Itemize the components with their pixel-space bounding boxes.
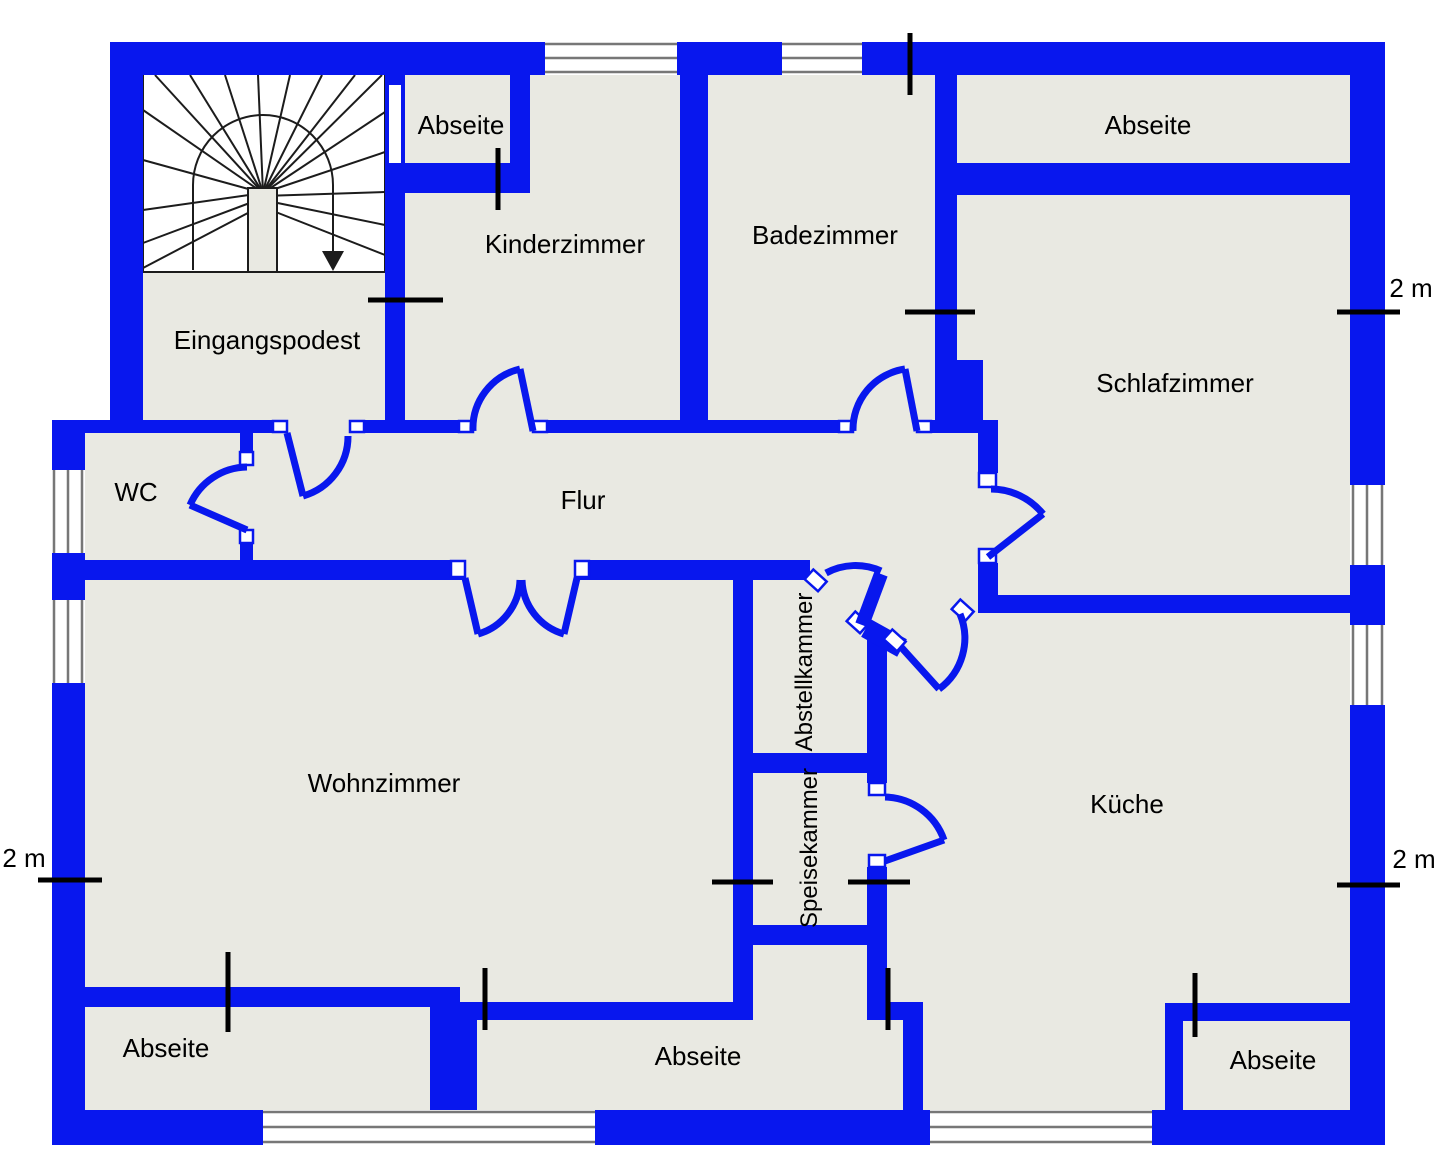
- room-label-wohnzimmer: Wohnzimmer: [308, 768, 461, 798]
- door-jambs: [238, 419, 998, 869]
- window-bottom-left: [263, 1110, 595, 1145]
- room-label-speisekammer: Speisekammer: [796, 768, 823, 928]
- room-label-eingangspodest: Eingangspodest: [174, 325, 361, 355]
- dimension-label-right-top: 2 m: [1389, 273, 1432, 303]
- door-wohnzimmer-double: [461, 577, 581, 638]
- room-labels: Abseite Kinderzimmer Badezimmer Abseite …: [114, 110, 1316, 1075]
- window-left-wc: [52, 470, 85, 553]
- doors: [186, 365, 1046, 865]
- window-left-wohnzimmer: [52, 600, 85, 683]
- window-top-badezimmer: [782, 42, 862, 75]
- dimension-labels: 2 m 2 m 2 m: [2, 273, 1435, 874]
- door-abstellkammer: [824, 562, 888, 628]
- door-kinderzimmer: [469, 365, 537, 432]
- door-eingangspodest: [283, 432, 352, 500]
- door-kueche: [898, 612, 969, 692]
- window-right-kueche: [1350, 625, 1385, 705]
- stairs: [142, 72, 386, 273]
- dimension-label-right-bot: 2 m: [1392, 844, 1435, 874]
- room-label-abseite-top-right: Abseite: [1105, 110, 1192, 140]
- door-schlafzimmer: [985, 485, 1046, 560]
- window-bottom-kueche: [930, 1110, 1152, 1145]
- dimension-label-left: 2 m: [2, 843, 45, 873]
- room-label-badezimmer: Badezimmer: [752, 220, 898, 250]
- stair-direction-arrow: [322, 251, 344, 271]
- dimension-ticks: [38, 33, 1400, 1037]
- door-wc: [186, 463, 249, 534]
- window-right-schlafzimmer: [1350, 485, 1385, 565]
- room-label-abseite-bottom-left: Abseite: [123, 1033, 210, 1063]
- room-label-abseite-top-left: Abseite: [418, 110, 505, 140]
- door-badezimmer: [849, 365, 921, 432]
- room-label-kinderzimmer: Kinderzimmer: [485, 229, 646, 259]
- room-label-wc: WC: [114, 477, 157, 507]
- room-label-kueche: Küche: [1090, 789, 1164, 819]
- room-label-flur: Flur: [561, 485, 606, 515]
- room-label-abstellkammer: Abstellkammer: [791, 593, 818, 752]
- room-label-abseite-bottom-mid: Abseite: [655, 1041, 742, 1071]
- room-label-schlafzimmer: Schlafzimmer: [1096, 368, 1254, 398]
- window-top-kinderzimmer: [545, 42, 677, 75]
- windows: [52, 42, 1385, 1145]
- door-speisekammer: [883, 793, 948, 865]
- room-label-abseite-bottom-right: Abseite: [1230, 1045, 1317, 1075]
